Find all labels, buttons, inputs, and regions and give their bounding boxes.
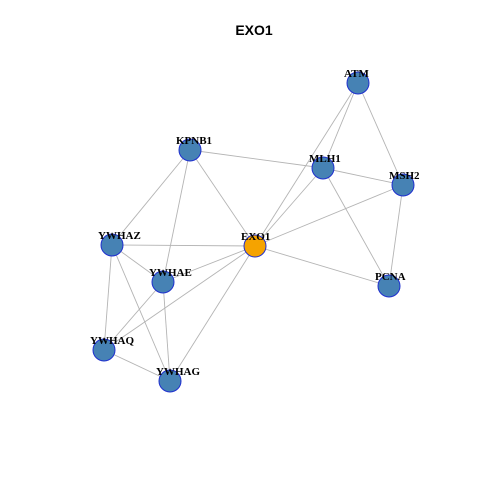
node-ywhag[interactable] bbox=[158, 369, 182, 393]
edge-mlh1-exo1 bbox=[254, 167, 324, 247]
edge-mlh1-pcna bbox=[322, 167, 390, 287]
edge-msh2-exo1 bbox=[254, 184, 404, 247]
node-pcna[interactable] bbox=[377, 274, 401, 298]
edge-exo1-pcna bbox=[254, 245, 390, 287]
edge-ywhaz-ywhaq bbox=[103, 244, 113, 351]
node-label-ywhaz: YWHAZ bbox=[98, 230, 141, 242]
edge-ywhaq-ywhag bbox=[103, 349, 171, 382]
node-label-ywhae: YWHAE bbox=[149, 267, 192, 279]
edge-exo1-ywhae bbox=[162, 245, 256, 283]
edge-ywhae-ywhaq bbox=[103, 281, 164, 351]
node-label-exo1: EXO1 bbox=[241, 231, 270, 243]
edge-mlh1-msh2 bbox=[322, 167, 404, 186]
node-label-mlh1: MLH1 bbox=[309, 153, 341, 165]
edge-msh2-pcna bbox=[388, 184, 404, 287]
node-label-pcna: PCNA bbox=[375, 271, 406, 283]
edge-kpnb1-exo1 bbox=[189, 149, 256, 247]
node-exo1[interactable] bbox=[243, 234, 267, 258]
edge-atm-msh2 bbox=[357, 82, 404, 186]
edge-ywhae-ywhag bbox=[162, 281, 171, 382]
edge-kpnb1-ywhae bbox=[162, 149, 191, 283]
node-label-ywhaq: YWHAQ bbox=[90, 335, 134, 347]
edge-kpnb1-ywhaz bbox=[111, 149, 191, 246]
node-label-kpnb1: KPNB1 bbox=[176, 135, 212, 147]
node-ywhae[interactable] bbox=[151, 270, 175, 294]
edge-exo1-ywhaz bbox=[111, 244, 256, 247]
node-kpnb1[interactable] bbox=[178, 138, 202, 162]
node-ywhaq[interactable] bbox=[92, 338, 116, 362]
node-label-atm: ATM bbox=[344, 68, 369, 80]
edge-kpnb1-mlh1 bbox=[189, 149, 324, 169]
graph-title: EXO1 bbox=[235, 22, 273, 38]
node-msh2[interactable] bbox=[391, 173, 415, 197]
edge-atm-mlh1 bbox=[322, 82, 359, 169]
node-label-msh2: MSH2 bbox=[389, 170, 420, 182]
node-atm[interactable] bbox=[346, 71, 370, 95]
edges-layer bbox=[103, 82, 404, 382]
node-ywhaz[interactable] bbox=[100, 233, 124, 257]
node-label-ywhag: YWHAG bbox=[156, 366, 200, 378]
nodes-layer bbox=[92, 71, 415, 393]
edge-atm-exo1 bbox=[254, 82, 359, 247]
edge-exo1-ywhaq bbox=[103, 245, 256, 351]
edge-exo1-ywhag bbox=[169, 245, 256, 382]
node-mlh1[interactable] bbox=[311, 156, 335, 180]
edge-ywhaz-ywhag bbox=[111, 244, 171, 382]
